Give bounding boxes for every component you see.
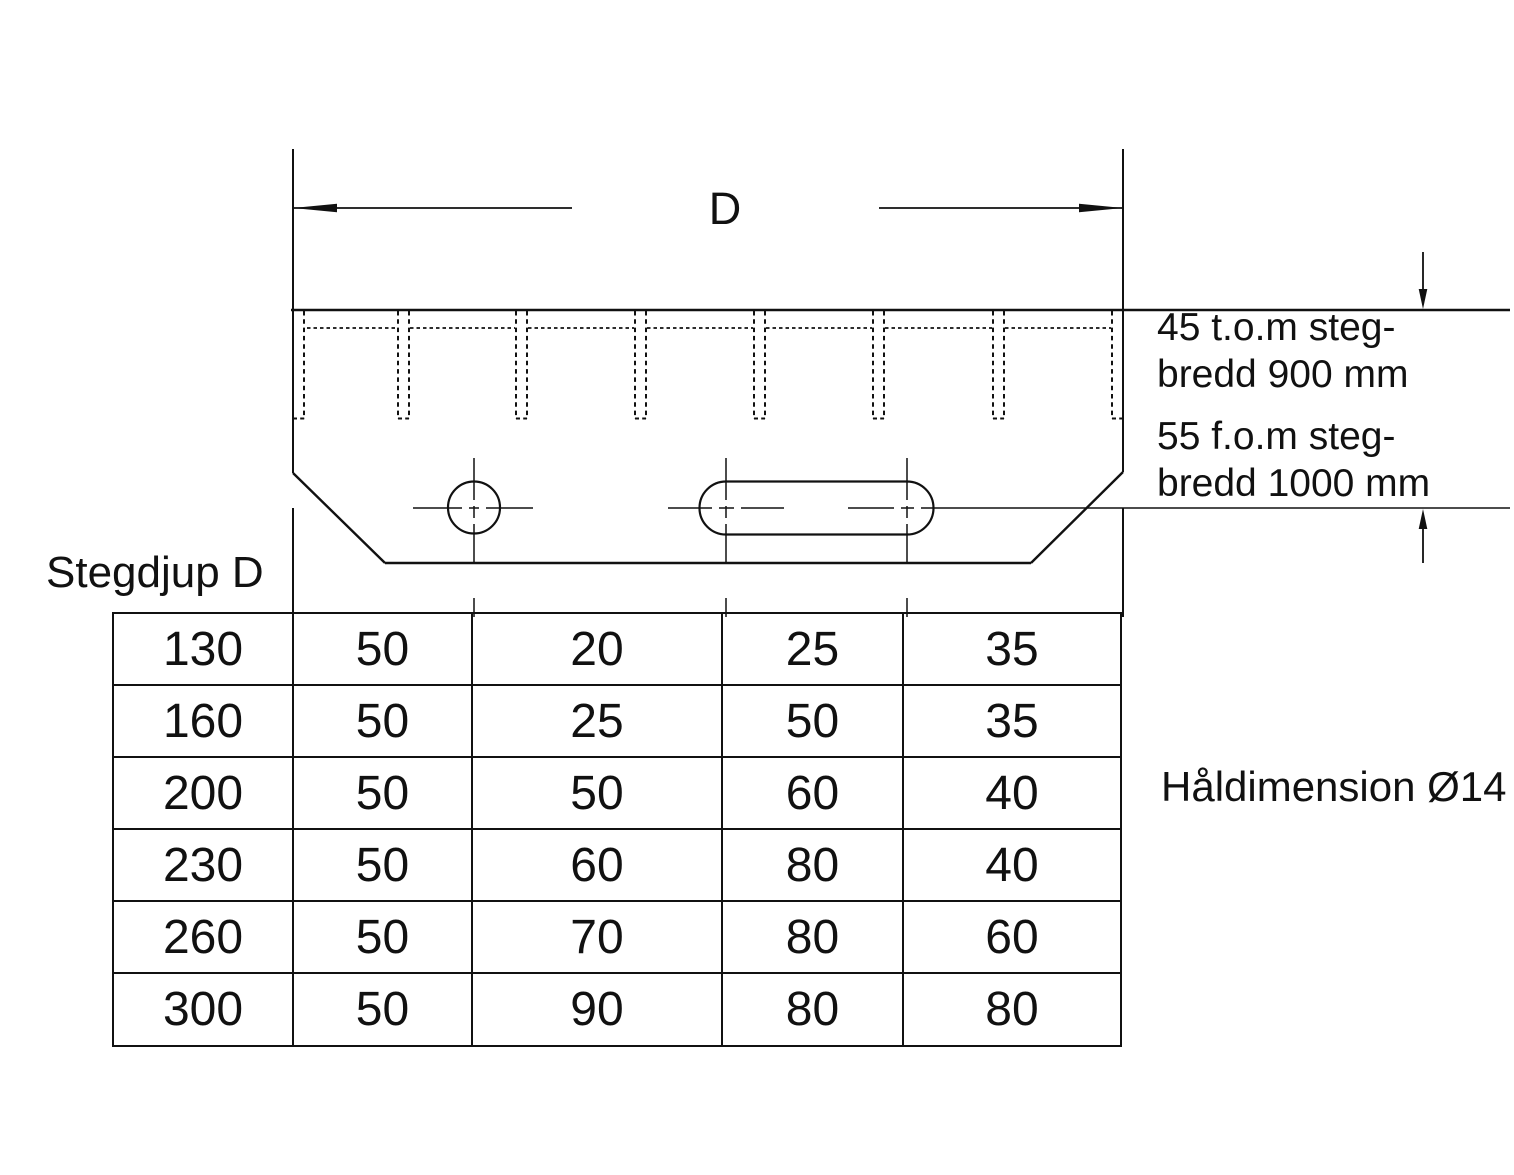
table-row: 230 50 60 80 40 xyxy=(112,828,1122,902)
thickness-note-55-line1: 55 f.o.m steg- xyxy=(1157,415,1396,458)
table-cell: 60 xyxy=(902,900,1122,974)
table-cell: 35 xyxy=(902,612,1122,686)
table-row: 260 50 70 80 60 xyxy=(112,900,1122,974)
table-cell: 25 xyxy=(471,684,723,758)
table-cell: 300 xyxy=(112,972,294,1047)
table-cell: 80 xyxy=(902,972,1122,1047)
table-cell: 35 xyxy=(902,684,1122,758)
thickness-note-45-line1: 45 t.o.m steg- xyxy=(1157,306,1396,349)
table-cell: 160 xyxy=(112,684,294,758)
dimension-d-arrows xyxy=(293,203,1123,213)
table-row: 160 50 25 50 35 xyxy=(112,684,1122,758)
thickness-note-55-line2: bredd 1000 mm xyxy=(1157,462,1431,505)
table-row: 130 50 20 25 35 xyxy=(112,612,1122,686)
table-cell: 20 xyxy=(471,612,723,686)
step-profile-outline xyxy=(291,149,1510,617)
table-cell: 230 xyxy=(112,828,294,902)
table-cell: 50 xyxy=(292,756,473,830)
table-cell: 50 xyxy=(292,900,473,974)
table-cell: 40 xyxy=(902,756,1122,830)
dimension-table: 130 50 20 25 35 160 50 25 50 35 200 50 5… xyxy=(112,612,1122,1047)
serration-hidden-lines xyxy=(293,311,1123,420)
table-cell: 50 xyxy=(471,756,723,830)
table-cell: 50 xyxy=(292,612,473,686)
hole-dimension-note: Håldimension Ø14 xyxy=(1161,763,1507,810)
table-cell: 80 xyxy=(721,828,904,902)
center-lines xyxy=(413,458,1510,617)
thickness-note-45: 45 t.o.m steg- bredd 900 mm xyxy=(1157,304,1408,398)
table-cell: 200 xyxy=(112,756,294,830)
table-title: Stegdjup D xyxy=(46,548,264,597)
slot-hole xyxy=(698,480,935,536)
table-cell: 80 xyxy=(721,900,904,974)
thickness-note-55: 55 f.o.m steg- bredd 1000 mm xyxy=(1157,413,1430,507)
table-row: 200 50 50 60 40 xyxy=(112,756,1122,830)
table-cell: 130 xyxy=(112,612,294,686)
table-cell: 60 xyxy=(721,756,904,830)
table-cell: 50 xyxy=(721,684,904,758)
table-cell: 60 xyxy=(471,828,723,902)
table-cell: 70 xyxy=(471,900,723,974)
table-cell: 90 xyxy=(471,972,723,1047)
table-cell: 80 xyxy=(721,972,904,1047)
table-cell: 260 xyxy=(112,900,294,974)
dimension-d-label: D xyxy=(708,183,742,234)
thickness-note-45-line2: bredd 900 mm xyxy=(1157,353,1409,396)
table-cell: 50 xyxy=(292,828,473,902)
table-cell: 25 xyxy=(721,612,904,686)
table-cell: 40 xyxy=(902,828,1122,902)
table-cell: 50 xyxy=(292,684,473,758)
table-cell: 50 xyxy=(292,972,473,1047)
table-row: 300 50 90 80 80 xyxy=(112,972,1122,1047)
thickness-dimension-arrows xyxy=(1418,252,1428,563)
